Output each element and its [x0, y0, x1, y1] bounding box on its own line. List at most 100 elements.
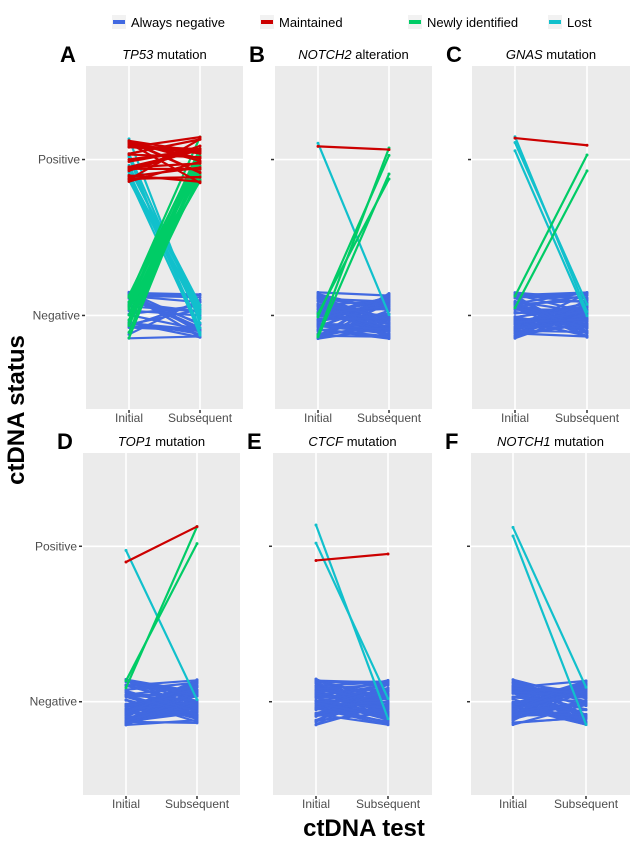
point-maintained	[199, 144, 202, 147]
x-tick-label: Initial	[115, 411, 143, 425]
point-always_negative	[388, 327, 391, 330]
point-maintained	[388, 148, 391, 151]
x-tick-label: Initial	[499, 797, 527, 811]
alteration-type: mutation	[543, 47, 596, 62]
point-always_negative	[196, 703, 199, 706]
point-always_negative	[317, 293, 320, 296]
panel-title: TP53 mutation	[122, 47, 207, 62]
point-newly_identified	[128, 305, 131, 308]
point-always_negative	[315, 714, 318, 717]
panel-letter: D	[57, 429, 73, 454]
point-lost	[586, 314, 589, 317]
point-always_negative	[125, 694, 128, 697]
point-always_negative	[514, 311, 517, 314]
point-always_negative	[388, 305, 391, 308]
y-axis-title: ctDNA status	[3, 335, 30, 485]
point-always_negative	[586, 336, 589, 339]
x-tick-label: Subsequent	[555, 411, 620, 425]
gene-name: TP53	[122, 47, 154, 62]
point-always_negative	[125, 698, 128, 701]
point-newly_identified	[125, 686, 128, 689]
point-lost	[199, 317, 202, 320]
point-lost	[514, 149, 517, 152]
x-tick-label: Initial	[302, 797, 330, 811]
x-tick-label: Subsequent	[165, 797, 230, 811]
legend-label-maintained: Maintained	[279, 15, 343, 30]
point-always_negative	[196, 721, 199, 724]
point-newly_identified	[586, 154, 589, 157]
y-tick-label: Negative	[30, 695, 78, 709]
legend-label-lost: Lost	[567, 15, 592, 30]
x-tick-label: Initial	[112, 797, 140, 811]
point-always_negative	[512, 690, 515, 693]
point-always_negative	[315, 688, 318, 691]
point-always_negative	[387, 687, 390, 690]
panel-title: TOP1 mutation	[118, 434, 205, 449]
point-maintained	[315, 559, 318, 562]
point-always_negative	[586, 292, 589, 295]
point-always_negative	[585, 689, 588, 692]
point-always_negative	[317, 325, 320, 328]
x-tick-label: Subsequent	[356, 797, 421, 811]
point-always_negative	[315, 701, 318, 704]
point-always_negative	[512, 684, 515, 687]
point-maintained	[317, 145, 320, 148]
point-always_negative	[317, 318, 320, 321]
panel-letter: B	[249, 42, 265, 67]
point-lost	[586, 303, 589, 306]
point-always_negative	[387, 720, 390, 723]
point-newly_identified	[388, 154, 391, 157]
point-always_negative	[125, 689, 128, 692]
point-always_negative	[512, 686, 515, 689]
point-always_negative	[199, 293, 202, 296]
panel-title: NOTCH2 alteration	[298, 47, 409, 62]
point-always_negative	[585, 699, 588, 702]
point-always_negative	[317, 299, 320, 302]
point-maintained	[199, 181, 202, 184]
point-always_negative	[586, 326, 589, 329]
point-lost	[387, 717, 390, 720]
point-newly_identified	[317, 315, 320, 318]
point-always_negative	[586, 318, 589, 321]
point-lost	[199, 334, 202, 337]
point-maintained	[125, 560, 128, 563]
alteration-type: mutation	[550, 434, 603, 449]
point-always_negative	[512, 678, 515, 681]
point-always_negative	[586, 330, 589, 333]
point-always_negative	[585, 701, 588, 704]
panel-letter: C	[446, 42, 462, 67]
gene-name: NOTCH2	[298, 47, 352, 62]
point-maintained	[199, 166, 202, 169]
alteration-type: mutation	[152, 434, 205, 449]
point-lost	[199, 326, 202, 329]
point-always_negative	[514, 337, 517, 340]
point-always_negative	[125, 723, 128, 726]
legend-label-newly_identified: Newly identified	[427, 15, 518, 30]
x-axis-title: ctDNA test	[303, 815, 425, 842]
x-tick-label: Subsequent	[168, 411, 233, 425]
point-always_negative	[388, 335, 391, 338]
point-lost	[196, 698, 199, 701]
panel-title: NOTCH1 mutation	[497, 434, 604, 449]
x-tick-label: Subsequent	[357, 411, 422, 425]
point-maintained	[128, 169, 131, 172]
point-maintained	[196, 525, 199, 528]
point-newly_identified	[514, 295, 517, 298]
point-always_negative	[387, 707, 390, 710]
series-line-always_negative	[318, 336, 389, 337]
series-line-always_negative	[126, 722, 197, 723]
alteration-type: alteration	[352, 47, 409, 62]
point-always_negative	[315, 720, 318, 723]
point-lost	[199, 306, 202, 309]
point-lost	[585, 686, 588, 689]
x-tick-label: Subsequent	[554, 797, 619, 811]
point-always_negative	[315, 723, 318, 726]
point-always_negative	[514, 315, 517, 318]
point-always_negative	[315, 707, 318, 710]
point-always_negative	[196, 710, 199, 713]
